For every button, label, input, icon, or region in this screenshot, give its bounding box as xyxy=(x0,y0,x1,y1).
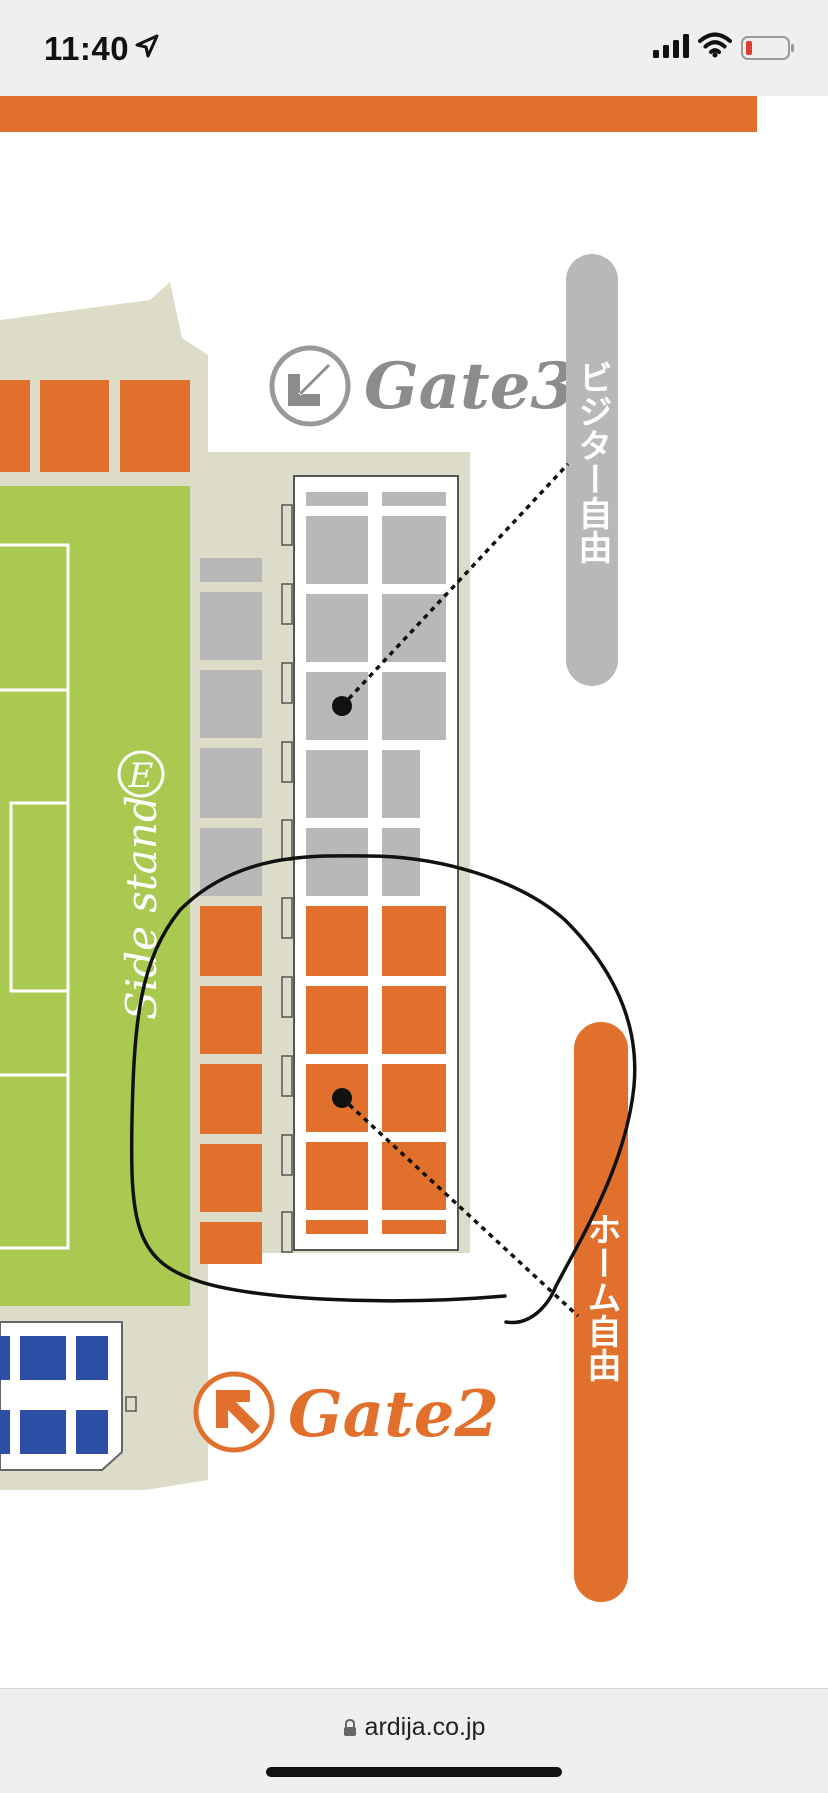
visitor-block xyxy=(306,492,368,506)
reserved-block xyxy=(20,1336,66,1380)
home-block xyxy=(306,1220,368,1234)
home-indicator[interactable] xyxy=(266,1767,562,1777)
cellular-signal-icon xyxy=(653,34,689,63)
stadium-map-graphic: Side stand E xyxy=(0,96,757,1602)
visitor-free-label: ビジター自由 xyxy=(572,360,612,564)
home-block xyxy=(200,906,262,976)
visitor-block xyxy=(382,516,446,584)
home-block xyxy=(200,986,262,1054)
status-bar: 11:40 xyxy=(0,0,828,96)
hand-drawn-circle-annotation xyxy=(129,854,637,1325)
home-block xyxy=(40,380,109,472)
reserved-block xyxy=(0,1410,10,1454)
visitor-block xyxy=(382,750,420,818)
gate3-label: Gate3 xyxy=(364,349,575,424)
reserved-block xyxy=(76,1410,108,1454)
visitor-block xyxy=(382,492,446,506)
home-block xyxy=(306,986,368,1054)
reserved-block xyxy=(20,1410,66,1454)
home-block xyxy=(0,380,30,472)
home-pointer-dot xyxy=(332,1088,352,1108)
home-block xyxy=(306,906,368,976)
header-banner xyxy=(0,96,757,132)
side-stand-label: Side stand xyxy=(117,795,166,1020)
visitor-block xyxy=(200,558,262,582)
gate3: Gate3 xyxy=(269,345,575,427)
home-block xyxy=(382,986,446,1054)
home-block xyxy=(200,1144,262,1212)
home-block xyxy=(306,1142,368,1210)
visitor-block xyxy=(200,670,262,738)
visitor-block xyxy=(306,828,368,896)
url-display[interactable]: ardija.co.jp xyxy=(0,1713,828,1744)
wifi-icon xyxy=(698,32,732,63)
stand-e-letter: E xyxy=(128,756,154,796)
reserved-block xyxy=(76,1336,108,1380)
visitor-block xyxy=(306,516,368,584)
visitor-pointer-dot xyxy=(332,696,352,716)
gate2-label: Gate2 xyxy=(288,1377,499,1452)
home-free-label: ホーム自由 xyxy=(581,1212,621,1382)
lock-icon xyxy=(343,1715,357,1744)
home-block xyxy=(382,1064,446,1132)
home-block xyxy=(382,906,446,976)
location-arrow-icon xyxy=(134,34,160,65)
visitor-block xyxy=(306,750,368,818)
visitor-block xyxy=(382,672,446,740)
browser-bottom-bar: ardija.co.jp xyxy=(0,1688,828,1793)
status-time: 11:40 xyxy=(44,30,130,67)
visitor-block xyxy=(382,594,446,662)
home-block xyxy=(200,1064,262,1134)
seating-map: Side stand E xyxy=(0,96,828,1688)
url-text: ardija.co.jp xyxy=(364,1713,486,1741)
battery-low-icon xyxy=(741,36,795,65)
home-block xyxy=(200,1222,262,1264)
reserved-block xyxy=(0,1336,10,1380)
visitor-free-pill xyxy=(566,254,618,686)
visitor-block xyxy=(200,748,262,818)
visitor-block xyxy=(382,828,420,896)
visitor-block xyxy=(200,592,262,660)
visitor-block xyxy=(306,594,368,662)
home-block xyxy=(120,380,190,472)
stand-e-marker xyxy=(117,750,165,798)
home-block xyxy=(382,1142,446,1210)
pitch xyxy=(0,486,190,1306)
gate2: Gate2 xyxy=(193,1371,499,1453)
home-block xyxy=(382,1220,446,1234)
